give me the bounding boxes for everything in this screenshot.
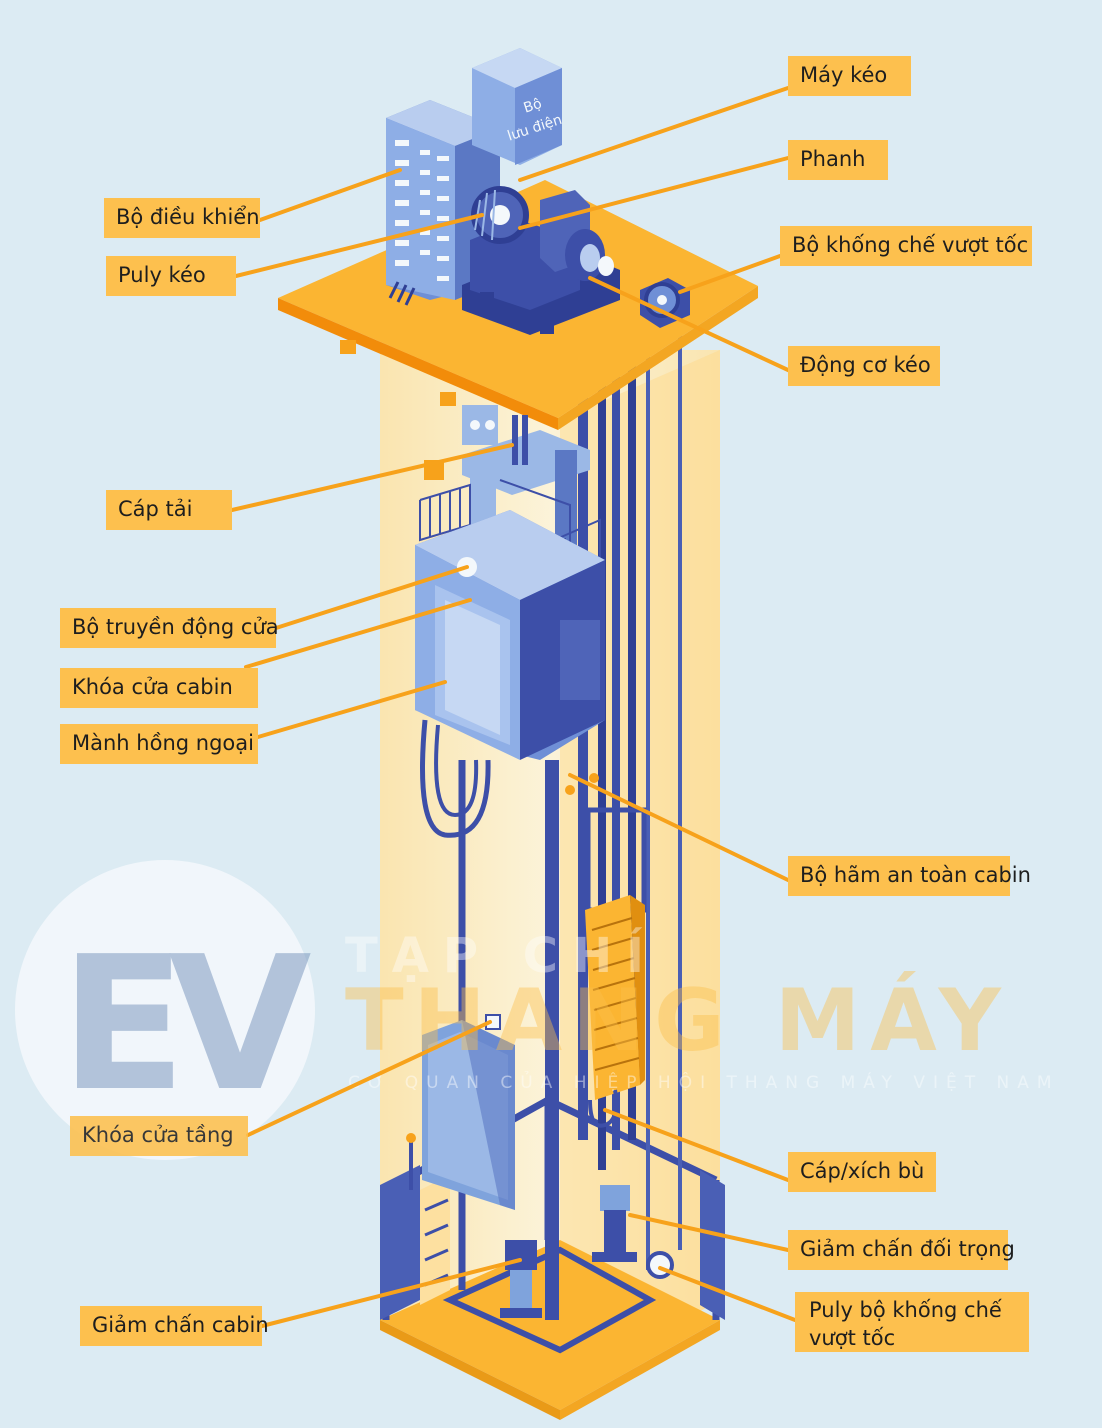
leader-giam-chan-doi-trong xyxy=(628,1213,790,1252)
leader-cap-tai xyxy=(230,443,514,512)
watermark-circle xyxy=(15,860,315,1160)
label-giam-chan-doi-trong: Giảm chấn đối trọng xyxy=(788,1230,1015,1270)
label-may-keo: Máy kéo xyxy=(788,56,911,96)
ups-box: Bộ lưu điện xyxy=(472,48,564,165)
label-puly-bo-khong-che-vuot-toc: Puly bộ khống chế vượt tốc xyxy=(795,1292,1029,1352)
leader-manh-hong-ngoai xyxy=(256,680,447,739)
watermark: EV TẠP CHÍ THANG MÁY CƠ QUAN CỦA HIỆP HỘ… xyxy=(60,916,1060,1132)
leader-bo-truyen-dong xyxy=(274,565,469,630)
guide-rails xyxy=(545,350,636,1320)
leader-bo-khong-che xyxy=(678,254,782,294)
leader-dong-co-keo xyxy=(588,276,790,372)
leader-khoa-cua-tang xyxy=(246,1020,492,1137)
label-manh-hong-ngoai: Mành hồng ngoại xyxy=(60,724,258,764)
car-buffer xyxy=(500,1240,542,1318)
leader-puly-bo-khong-che xyxy=(658,1266,797,1322)
label-bo-dieu-khien: Bộ điều khiển xyxy=(104,198,260,238)
label-puly-bo-khong-che-line2: vượt tốc xyxy=(809,1326,896,1350)
watermark-line2: THANG MÁY xyxy=(345,971,1011,1071)
leader-bo-dieu-khien xyxy=(258,168,402,222)
counterweight-buffer xyxy=(592,1185,637,1262)
watermark-line3: CƠ QUAN CỦA HIỆP HỘI THANG MÁY VIỆT NAM xyxy=(348,1070,1060,1093)
cabin xyxy=(415,430,605,838)
governor-tension-pulley xyxy=(646,1251,674,1279)
leader-phanh xyxy=(518,156,790,230)
counterweight xyxy=(585,807,647,1128)
ups-label-line1: Bộ xyxy=(522,96,544,117)
label-bo-khong-che-vuot-toc: Bộ khống chế vượt tốc xyxy=(780,226,1032,266)
governor-rope xyxy=(646,300,682,1270)
overspeed-governor xyxy=(640,278,690,328)
label-bo-ham-an-toan-cabin: Bộ hãm an toàn cabin xyxy=(788,856,1031,896)
label-puly-bo-khong-che-line1: Puly bộ khống chế xyxy=(809,1298,1002,1322)
leader-cap-xich-bu xyxy=(603,1108,790,1182)
leader-giam-chan-cabin xyxy=(260,1258,522,1328)
label-khoa-cua-tang: Khóa cửa tầng xyxy=(70,1116,248,1156)
leader-puly-keo xyxy=(234,213,484,278)
traction-machine xyxy=(462,186,620,335)
leader-may-keo xyxy=(518,86,790,182)
leader-lines xyxy=(230,86,797,1328)
watermark-logo: EV xyxy=(60,916,311,1132)
label-bo-truyen-dong-cua: Bộ truyền động cửa xyxy=(60,608,279,648)
landing-door xyxy=(422,1014,515,1210)
label-giam-chan-cabin: Giảm chấn cabin xyxy=(80,1306,269,1346)
watermark-line1: TẠP CHÍ xyxy=(345,927,658,984)
label-cap-tai: Cáp tải xyxy=(106,490,232,530)
label-cap-xich-bu: Cáp/xích bù xyxy=(788,1152,936,1192)
leader-bo-ham xyxy=(568,773,790,882)
leader-khoa-cua-cabin xyxy=(244,598,472,669)
label-phanh: Phanh xyxy=(788,140,888,180)
label-puly-keo: Puly kéo xyxy=(106,256,236,296)
label-dong-co-keo: Động cơ kéo xyxy=(788,346,940,386)
label-khoa-cua-cabin: Khóa cửa cabin xyxy=(60,668,258,708)
